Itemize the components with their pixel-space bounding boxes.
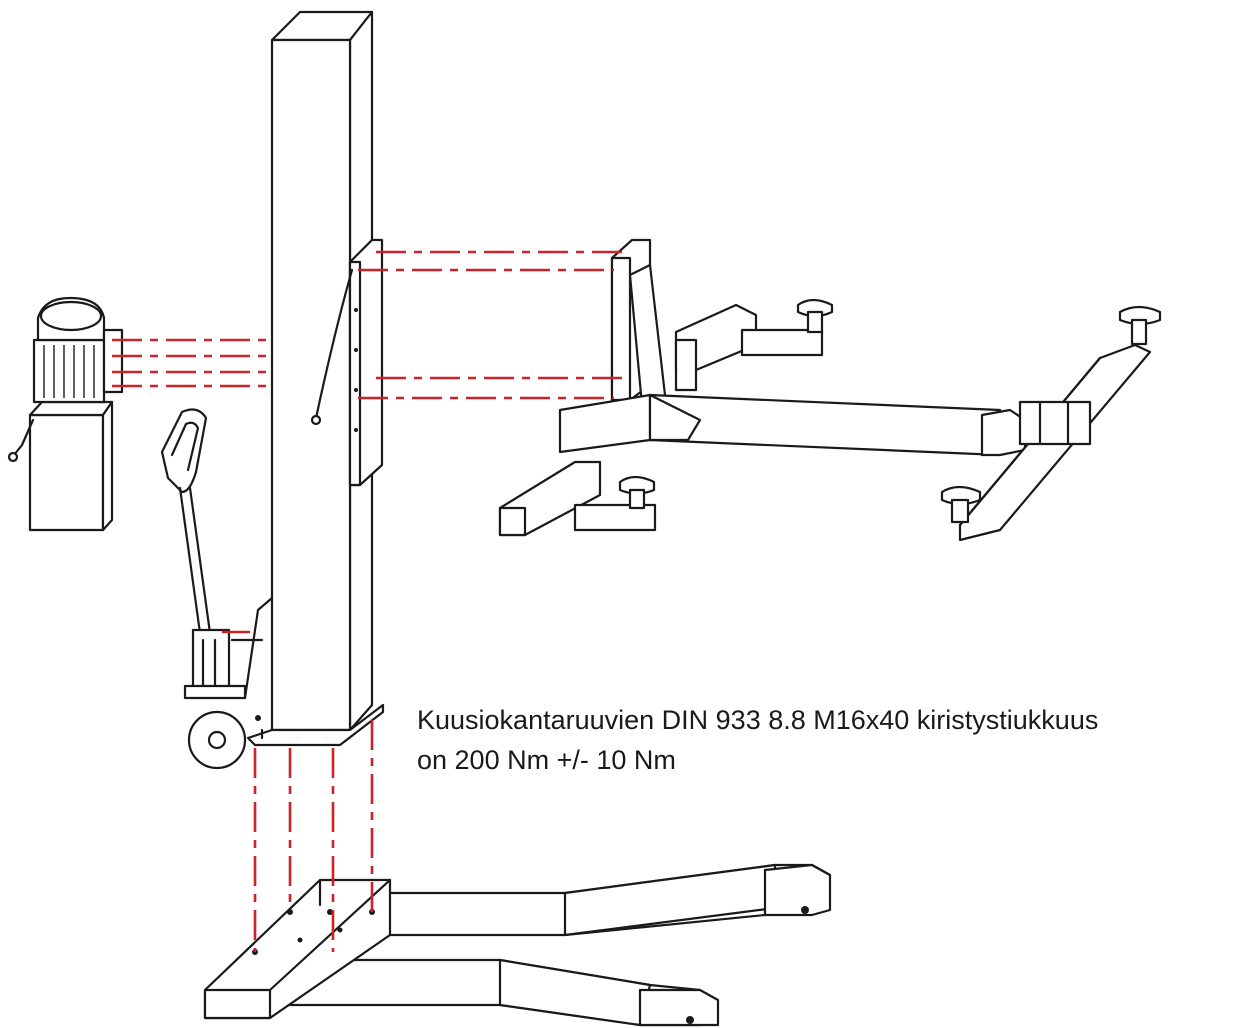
caption-line-2: on 200 Nm +/- 10 Nm <box>417 745 676 775</box>
lift-column <box>246 10 385 747</box>
carriage-and-arms <box>498 238 1162 542</box>
hydraulic-power-unit <box>7 296 124 532</box>
pallet-jack-handle <box>160 408 274 770</box>
base-frame <box>203 863 832 1027</box>
alignment-guides <box>112 250 630 952</box>
caption-line-1: Kuusiokantaruuvien DIN 933 8.8 M16x40 ki… <box>417 705 1099 735</box>
torque-spec-caption: Kuusiokantaruuvien DIN 933 8.8 M16x40 ki… <box>417 700 1098 780</box>
